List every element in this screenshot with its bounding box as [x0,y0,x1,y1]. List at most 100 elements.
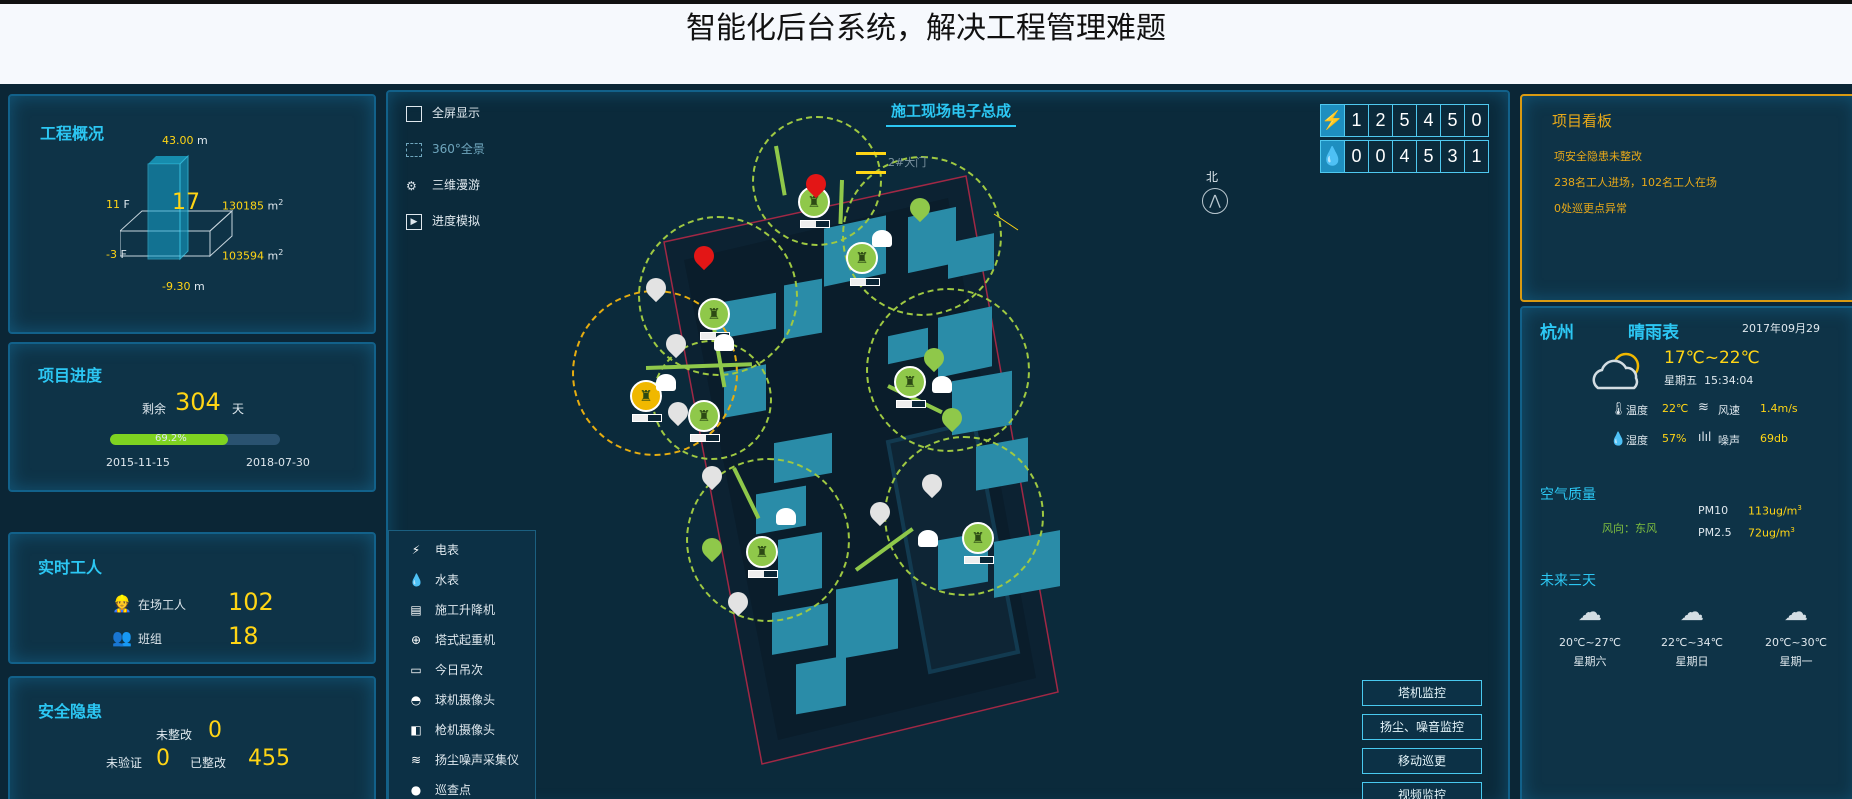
dashboard: 工程概况 43.00 m 11 F -3 F 17 130185 m2 1035… [0,84,1852,799]
rain-cloud-icon: ☁ [1680,598,1704,626]
top-border [0,0,1852,4]
legend-item: ◓球机摄像头 [410,693,496,707]
wind-direction: 风向：东风 [1602,522,1657,535]
crane-monitor-button[interactable]: 塔机监控 [1362,680,1482,706]
rectified-value: 455 [248,746,290,771]
humidity-label: 湿度 [1626,434,1648,447]
safety-panel: 安全隐患 未整改 0 未验证 0 已整改 455 [8,676,376,799]
workers-panel: 实时工人 👷 在场工人 102 👥 班组 18 [8,532,376,664]
dome-camera-marker[interactable] [872,230,892,247]
dome-camera-marker[interactable] [932,376,952,393]
noise-label: 噪声 [1718,434,1740,447]
building-wireframe-icon [118,154,234,261]
wind-value: 1.4m/s [1760,402,1798,415]
unrectified-value: 0 [208,718,222,743]
team-value: 18 [228,622,259,650]
roam-tool[interactable]: ⚙三维漫游 [406,176,480,193]
board-item: 项安全隐患未整改 [1554,150,1642,163]
tower-crane-marker[interactable]: ♜ [894,366,926,398]
unrectified-label: 未整改 [156,728,193,742]
lift-count-icon: ▭ [410,663,422,677]
pm10-value: 113ug/m3 [1748,504,1802,518]
dome-camera-marker[interactable] [918,530,938,547]
fullscreen-tool[interactable]: 全屏显示 [406,104,480,122]
forecast-temp: 20℃~27℃ [1559,636,1621,649]
forecast-temp: 20℃~30℃ [1765,636,1827,649]
building-illustration [118,146,260,286]
forecast-weekday: 星期一 [1779,655,1813,668]
lift-count-bar [896,400,926,408]
fullscreen-icon [406,105,422,122]
team-label: 班组 [138,632,163,646]
forecast-day: ☁ 22℃~34℃ 星期日 [1652,598,1732,669]
thermometer-icon: 🌡 [1610,402,1627,417]
progress-fill [110,434,228,445]
lift-count-bar [632,414,662,422]
tower-crane-marker[interactable]: ♜ [698,298,730,330]
tower-crane-marker[interactable]: ♜ [962,522,994,554]
forecast-weekday: 星期六 [1573,655,1607,668]
temp-value: 22℃ [1662,402,1689,415]
onsite-worker-icon: 👷 [112,594,132,613]
height-top: 43.00 m [162,134,208,147]
map-legend: ⚡电表 💧水表 ▤施工升降机 ⊕塔式起重机 ▭今日吊次 ◓球机摄像头 ◧枪机摄像… [388,530,536,799]
dust-noise-sensor-marker[interactable] [856,152,886,174]
crane-range [652,340,772,460]
progress-sim-label: 进度模拟 [432,214,481,228]
forecast-day: ☁ 20℃~27℃ 星期六 [1550,598,1630,669]
dome-camera-marker[interactable] [714,334,734,351]
progress-sim-tool[interactable]: ▶进度模拟 [406,212,480,230]
air-quality-title: 空气质量 [1540,487,1596,503]
progress-track [110,434,280,445]
page-header: 智能化后台系统，解决工程管理难题 [0,4,1852,84]
elevator-icon: ▤ [410,603,422,617]
pm10-label: PM10 [1698,504,1729,517]
temp-range: 17℃~22℃ [1664,348,1760,368]
weather-city: 杭州 [1540,323,1574,343]
lift-count-bar [748,570,778,578]
forecast-title: 未来三天 [1540,573,1596,589]
board-item: 238名工人进场，102名工人在场 [1554,176,1717,189]
tower-crane-marker[interactable]: ♜ [746,536,778,568]
temp-label: 温度 [1626,404,1648,417]
tower-crane-marker[interactable]: ♜ [846,242,878,274]
patrol-point-icon: ● [410,783,422,797]
unverified-value: 0 [156,746,170,771]
building-block [796,655,846,715]
humidity-icon: 💧 [1610,432,1627,447]
project-board-panel: 项目看板 项安全隐患未整改 238名工人进场，102名工人在场 0处巡更点异常 [1520,94,1852,302]
forecast-day: ☁ 20℃~30℃ 星期一 [1756,598,1836,669]
days-unit: 天 [232,402,245,416]
tower-crane-marker[interactable]: ♜ [688,400,720,432]
water-drop-icon: 💧 [1320,140,1345,173]
panorama-tool[interactable]: 360°全景 [406,140,485,157]
dome-camera-marker[interactable] [776,508,796,525]
lift-count-bar [850,278,880,286]
cloudy-sun-icon [1588,350,1648,392]
dome-camera-marker[interactable] [656,374,676,391]
mobile-patrol-button[interactable]: 移动巡更 [1362,748,1482,774]
legend-item: ▤施工升降机 [410,603,496,617]
weather-date: 2017年09月29 [1742,322,1820,335]
humidity-value: 57% [1662,432,1687,445]
remaining-days: 304 [175,388,221,416]
board-title: 项目看板 [1552,112,1613,130]
dust-noise-monitor-button[interactable]: 扬尘、噪音监控 [1362,714,1482,740]
legend-item: ≋扬尘噪声采集仪 [410,753,520,767]
site-plan: ♜ ♜ ♜ ♜ ♜ ♜ ♜ ♜ [572,112,1408,799]
progress-title: 项目进度 [38,366,103,385]
crane-range [686,458,850,622]
progress-percent: 69.2% [155,433,187,444]
north-label: 北 [1206,170,1219,184]
fullscreen-label: 全屏显示 [432,106,481,120]
team-icon: 👥 [112,628,132,647]
weather-panel: 杭州 晴雨表 2017年09月29 17℃~22℃ 星期五 15:34:04 🌡… [1520,306,1852,799]
weather-source: 晴雨表 [1628,323,1679,343]
building-number: 17 [172,190,200,215]
video-monitor-button[interactable]: 视频监控 [1362,782,1482,799]
noise-icon: ılıl [1698,430,1712,444]
onsite-label: 在场工人 [138,598,187,612]
workers-title: 实时工人 [38,558,103,577]
dust-noise-sensor-icon: ≋ [410,753,422,767]
legend-item: ●巡查点 [410,783,472,797]
